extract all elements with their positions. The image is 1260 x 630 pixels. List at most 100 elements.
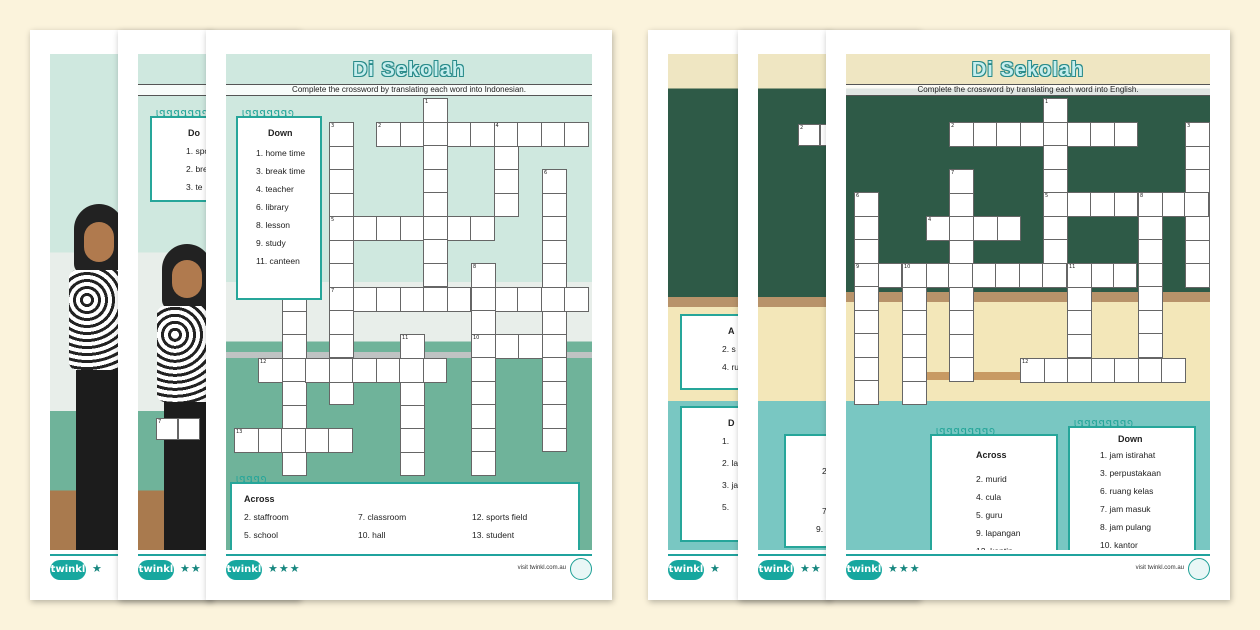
grid-cell[interactable]	[949, 310, 974, 335]
grid-cell[interactable]	[446, 216, 471, 241]
grid-cell[interactable]	[902, 357, 927, 382]
grid-cell[interactable]: 4	[926, 216, 951, 241]
grid-cell[interactable]	[1138, 239, 1163, 264]
grid-cell[interactable]	[1138, 333, 1163, 358]
grid-cell[interactable]	[376, 216, 401, 241]
grid-cell[interactable]: 12	[1020, 358, 1045, 383]
grid-cell[interactable]	[400, 404, 425, 429]
grid-cell[interactable]	[1185, 169, 1210, 194]
grid-cell[interactable]	[376, 287, 401, 312]
grid-cell[interactable]	[1113, 122, 1138, 147]
grid-cell[interactable]	[877, 263, 902, 288]
grid-cell[interactable]	[1161, 358, 1186, 383]
grid-cell[interactable]	[542, 263, 567, 288]
grid-cell[interactable]: 11	[1067, 263, 1092, 288]
grid-cell[interactable]	[399, 122, 424, 147]
grid-cell[interactable]	[399, 287, 424, 312]
grid-cell[interactable]	[1066, 122, 1091, 147]
grid-cell[interactable]	[1043, 145, 1068, 170]
grid-cell[interactable]: 13	[234, 428, 259, 453]
grid-cell[interactable]	[470, 216, 495, 241]
grid-cell[interactable]: 2	[376, 122, 401, 147]
grid-cell[interactable]	[1113, 192, 1138, 217]
grid-cell[interactable]	[540, 122, 565, 147]
grid-cell[interactable]	[1185, 263, 1210, 288]
grid-cell[interactable]: 7	[156, 418, 178, 440]
grid-cell[interactable]	[902, 380, 927, 405]
grid-cell[interactable]	[400, 381, 425, 406]
grid-cell[interactable]	[494, 169, 519, 194]
grid-cell[interactable]	[423, 168, 448, 193]
grid-cell[interactable]	[995, 263, 1020, 288]
footer-url[interactable]: visit twinkl.com.au	[1135, 565, 1184, 571]
grid-cell[interactable]	[542, 216, 567, 241]
grid-cell[interactable]	[996, 216, 1021, 241]
grid-cell[interactable]	[542, 380, 567, 405]
grid-cell[interactable]	[1090, 122, 1115, 147]
grid-cell[interactable]	[902, 286, 927, 311]
grid-cell[interactable]	[446, 287, 471, 312]
grid-cell[interactable]	[329, 263, 354, 288]
grid-cell[interactable]	[949, 216, 974, 241]
grid-cell[interactable]	[471, 310, 496, 335]
grid-cell[interactable]: 5	[1043, 192, 1068, 217]
grid-cell[interactable]	[400, 451, 425, 476]
grid-cell[interactable]	[1112, 263, 1137, 288]
grid-cell[interactable]	[542, 310, 567, 335]
grid-cell[interactable]	[517, 287, 542, 312]
grid-cell[interactable]	[257, 428, 282, 453]
grid-cell[interactable]	[329, 380, 354, 405]
grid-cell[interactable]	[494, 192, 519, 217]
grid-cell[interactable]	[329, 239, 354, 264]
grid-cell[interactable]	[1043, 121, 1068, 146]
grid-cell[interactable]	[564, 122, 589, 147]
grid-cell[interactable]	[542, 239, 567, 264]
grid-cell[interactable]	[282, 357, 307, 382]
grid-cell[interactable]	[949, 286, 974, 311]
grid-cell[interactable]	[1043, 239, 1068, 264]
grid-cell[interactable]	[423, 121, 448, 146]
grid-cell[interactable]	[399, 216, 424, 241]
grid-cell[interactable]	[423, 262, 448, 287]
grid-cell[interactable]	[971, 263, 996, 288]
grid-cell[interactable]	[471, 357, 496, 382]
grid-cell[interactable]	[328, 358, 353, 383]
grid-cell[interactable]: 11	[400, 334, 425, 359]
grid-cell[interactable]	[517, 122, 542, 147]
grid-cell[interactable]	[854, 333, 879, 358]
grid-cell[interactable]: 4	[493, 122, 518, 147]
grid-cell[interactable]	[1185, 216, 1210, 241]
grid-cell[interactable]: 3	[329, 122, 354, 147]
grid-cell[interactable]	[471, 427, 496, 452]
grid-cell[interactable]	[972, 122, 997, 147]
grid-cell[interactable]	[493, 287, 518, 312]
grid-cell[interactable]: 7	[329, 286, 354, 311]
grid-cell[interactable]	[540, 287, 565, 312]
grid-cell[interactable]	[1160, 192, 1185, 217]
grid-cell[interactable]	[949, 239, 974, 264]
grid-cell[interactable]	[1185, 145, 1210, 170]
grid-cell[interactable]	[1184, 192, 1209, 217]
grid-cell[interactable]: 9	[854, 262, 879, 287]
grid-cell[interactable]	[352, 358, 377, 383]
grid-cell[interactable]	[282, 381, 307, 406]
grid-cell[interactable]	[423, 192, 448, 217]
grid-cell[interactable]: 3	[1185, 122, 1210, 147]
grid-cell[interactable]	[399, 358, 424, 383]
grid-cell[interactable]	[494, 145, 519, 170]
grid-cell[interactable]	[518, 334, 543, 359]
grid-cell[interactable]: 1	[423, 98, 448, 123]
grid-cell[interactable]: 6	[854, 192, 879, 217]
grid-cell[interactable]	[948, 263, 973, 288]
grid-cell[interactable]	[854, 215, 879, 240]
grid-cell[interactable]	[329, 145, 354, 170]
grid-cell[interactable]	[542, 333, 567, 358]
grid-cell[interactable]	[304, 428, 329, 453]
grid-cell[interactable]	[902, 333, 927, 358]
grid-cell[interactable]	[282, 451, 307, 476]
grid-cell[interactable]	[471, 404, 496, 429]
grid-cell[interactable]	[352, 287, 377, 312]
grid-cell[interactable]	[423, 287, 448, 312]
grid-cell[interactable]	[1138, 262, 1163, 287]
grid-cell[interactable]	[1137, 358, 1162, 383]
